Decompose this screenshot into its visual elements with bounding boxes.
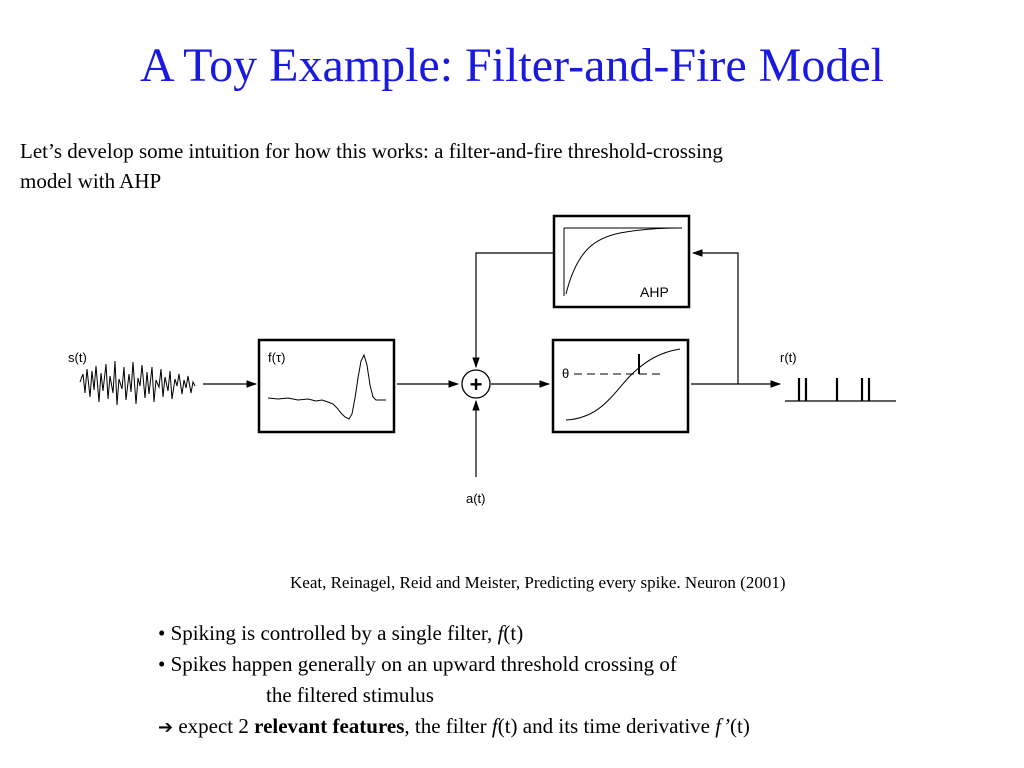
ahp-curve [565, 227, 683, 295]
bullet-1-suffix: (t) [503, 621, 524, 645]
intro-line-2: model with AHP [20, 169, 162, 193]
bullet-list: • Spiking is controlled by a single filt… [158, 618, 1018, 743]
bullet-3-text-3: (t) and its time derivative [497, 714, 716, 738]
bullet-3-f: f [491, 714, 498, 738]
citation: Keat, Reinagel, Reid and Meister, Predic… [290, 573, 786, 592]
intro-text: Let’s develop some intuition for how thi… [20, 136, 1000, 196]
arrow-ahp-to-sum [472, 252, 554, 369]
bullet-3: ➔ expect 2 relevant features, the filter… [158, 711, 1018, 743]
bullet-3-f-prime: f’ [715, 714, 731, 738]
bullet-3-text-4: (t) [730, 714, 750, 738]
summing-junction [461, 369, 491, 399]
filter-and-fire-diagram: s(t) f(τ) + a(t) θ r(t) AHP [68, 214, 896, 506]
filter-kernel-curve [267, 353, 386, 420]
bullet-3-bold: relevant features [254, 714, 405, 738]
stimulus-label: s(t) [68, 350, 87, 365]
filter-label: f(τ) [268, 350, 285, 365]
intro-line-1: Let’s develop some intuition for how thi… [20, 139, 723, 163]
extra-input-label: a(t) [466, 491, 486, 506]
spike-train [785, 378, 896, 402]
ahp-box [552, 214, 691, 309]
sum-symbol: + [470, 372, 483, 397]
filter-box [257, 338, 396, 434]
sigmoid-curve [565, 348, 681, 421]
right-arrow-icon: ➔ [158, 717, 174, 738]
slide-title: A Toy Example: Filter-and-Fire Model [140, 39, 884, 92]
stimulus-noise-trace [79, 360, 196, 406]
bullet-1-prefix: • Spiking is controlled by a single filt… [158, 621, 498, 645]
output-label: r(t) [780, 350, 797, 365]
ahp-label: AHP [640, 284, 669, 300]
feedback-line [691, 249, 739, 384]
bullet-2-continuation: the filtered stimulus [266, 683, 434, 707]
threshold-symbol: θ [562, 366, 569, 381]
bullet-1-f: f [497, 621, 504, 645]
bullet-1: • Spiking is controlled by a single filt… [158, 618, 1018, 649]
bullet-2: • Spikes happen generally on an upward t… [158, 652, 677, 676]
bullet-3-text-1: expect 2 [173, 714, 255, 738]
bullet-3-text-2: , the filter [404, 714, 492, 738]
